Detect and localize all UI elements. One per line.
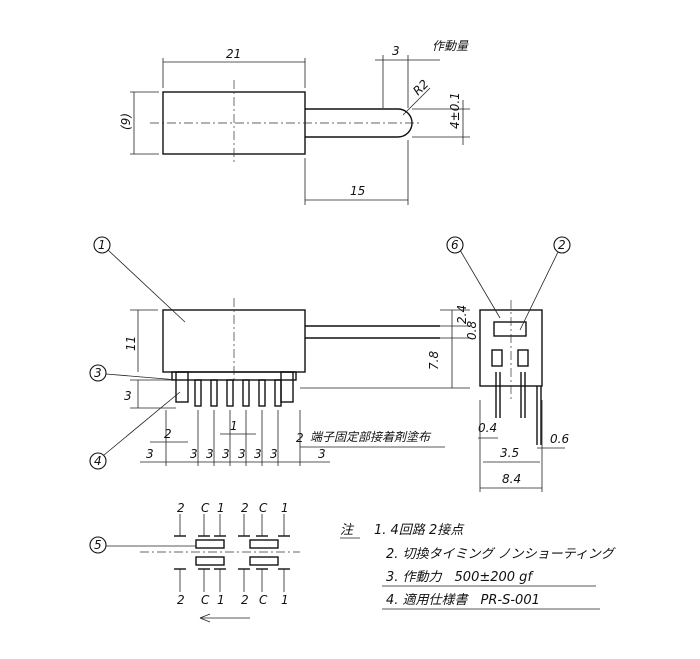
note-item-2: 2. 切換タイミング ノンショーティング [386, 547, 616, 562]
contact-label-bottom: 2 [177, 593, 185, 607]
pitch-label: 3 [318, 447, 326, 461]
dim-78: 7.8 [427, 351, 441, 370]
contact-label-top: C [259, 501, 268, 515]
terminal-pin [194, 379, 202, 407]
contact-label-bottom: 2 [241, 593, 249, 607]
contact-label-top: 1 [217, 501, 225, 515]
dim-length-label: 21 [226, 47, 241, 61]
callout-4: 4 [94, 454, 102, 468]
callout-1: 1 [98, 238, 106, 252]
dim-side-84: 8.4 [502, 472, 521, 486]
pitch-label: 3 [254, 447, 262, 461]
contact-label-top: C [201, 501, 210, 515]
travel-note: 作動量 [432, 39, 469, 53]
dim-08: 0.8 [465, 321, 479, 340]
pitch-label: 3 [190, 447, 198, 461]
side-view: 6 2 0.4 0.6 3.5 8.4 [446, 236, 571, 492]
contact-label-bottom: 1 [281, 593, 289, 607]
dim-height-label: (9) [119, 113, 133, 130]
note-item-1: 1. 4回路 2接点 [374, 523, 465, 538]
note-item-3: 3. 作動力 500±200 gf [386, 570, 534, 585]
tab-adhesive-note: 端子固定部接着剤塗布 [310, 430, 432, 444]
contact-label-top: 1 [281, 501, 289, 515]
front-view: 1 3 4 11 3 2.4 0.8 7.8 2 1 2 端子固定部接着剤塗布 [89, 236, 479, 470]
callout-6: 6 [451, 238, 459, 252]
terminal-pin [258, 379, 266, 407]
top-view: 21 3 作動量 R2 (9) 4±0.1 15 [119, 39, 470, 205]
dim-side-04: 0.4 [478, 421, 497, 435]
contact-label-bottom: C [259, 593, 268, 607]
dim-pin-length: 3 [124, 389, 132, 403]
terminal-pin [210, 379, 218, 407]
dim-side-06: 0.6 [550, 432, 569, 446]
callout-2: 2 [558, 238, 566, 252]
pitch-label: 3 [270, 447, 278, 461]
dim-24: 2.4 [455, 305, 469, 324]
dim-tab-left: 2 [164, 427, 172, 441]
dim-travel-label: 3 [392, 44, 400, 58]
contact-label-top: 2 [177, 501, 185, 515]
callout-3: 3 [94, 366, 102, 380]
contact-label-bottom: C [201, 593, 210, 607]
notes-heading: 注 [340, 523, 355, 538]
callout-5: 5 [94, 538, 102, 552]
pitch-label: 3 [222, 447, 230, 461]
contact-label-top: 2 [241, 501, 249, 515]
notes-block: 注 1. 4回路 2接点 2. 切換タイミング ノンショーティング 3. 作動力… [340, 523, 616, 610]
dim-lever-length-label: 15 [350, 184, 365, 198]
dim-lever-width-label: 4±0.1 [448, 92, 462, 129]
pitch-label: 3 [238, 447, 246, 461]
dim-pitch-small: 1 [230, 419, 238, 433]
dim-height-front: 11 [124, 336, 138, 351]
terminal-pin [274, 379, 282, 407]
terminal-pin [242, 379, 250, 407]
dim-side-35: 3.5 [500, 446, 519, 460]
radius-label: R2 [410, 77, 431, 98]
note-item-4: 4. 適用仕様書 PR-S-001 [386, 593, 540, 608]
contact-label-bottom: 1 [217, 593, 225, 607]
pitch-label: 3 [206, 447, 214, 461]
terminal-pin [226, 379, 234, 407]
dim-tab-right: 2 [296, 431, 304, 445]
pitch-label: 3 [146, 447, 154, 461]
